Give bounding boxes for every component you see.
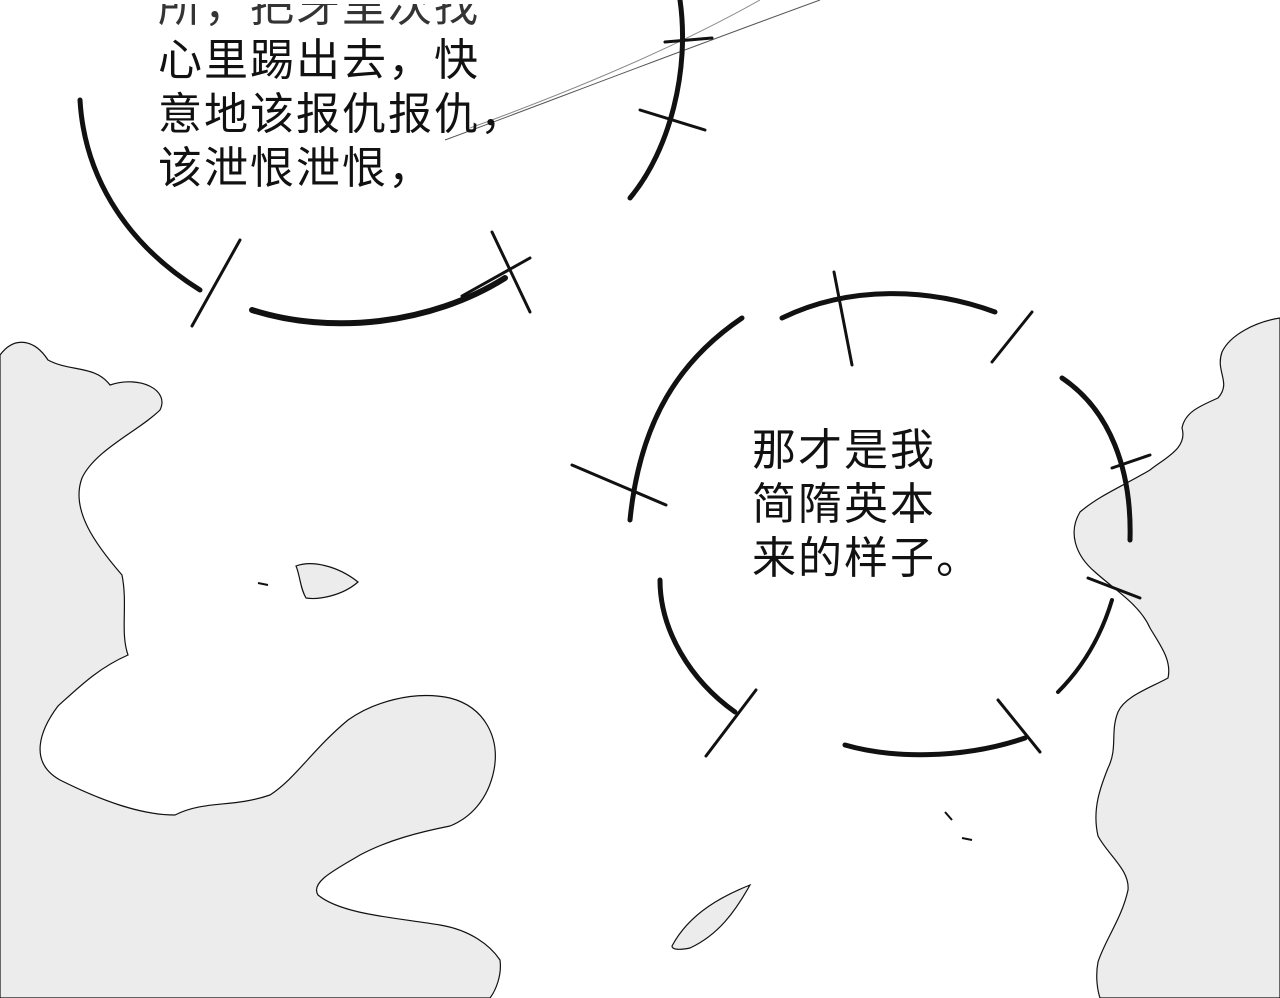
speech-bubble-2-text: 那才是我 简隋英本 来的样子。	[752, 424, 1012, 586]
bubble-1-line-1: 心里踢出去，快	[158, 35, 480, 86]
speech-bubble-1-text: 所，把牙里次找 心里踢出去，快 意地该报仇报仇， 该泄恨泄恨，	[158, 0, 618, 196]
motion-streak-2	[469, 0, 761, 129]
cloud-fleck-2	[671, 883, 752, 950]
motion-streak	[444, 0, 821, 141]
ink-speck-1	[257, 582, 269, 586]
bubble-1-partial-line: 所，把牙里次找	[158, 0, 480, 32]
bubble-1-line-2: 意地该报仇报仇，	[158, 89, 526, 140]
bubble-2-line-2: 简隋英本	[752, 479, 936, 530]
ink-speck-2	[944, 811, 973, 841]
cloud-left	[0, 341, 501, 998]
speech-bubble-1-outline	[77, 0, 714, 328]
cloud-fleck-1	[295, 563, 359, 600]
speech-bubble-2-outline	[570, 270, 1152, 758]
bubble-2-line-1: 那才是我	[752, 425, 936, 476]
bubble-1-line-3: 该泄恨泄恨，	[158, 143, 434, 194]
bubble-2-line-3: 来的样子。	[752, 533, 982, 584]
